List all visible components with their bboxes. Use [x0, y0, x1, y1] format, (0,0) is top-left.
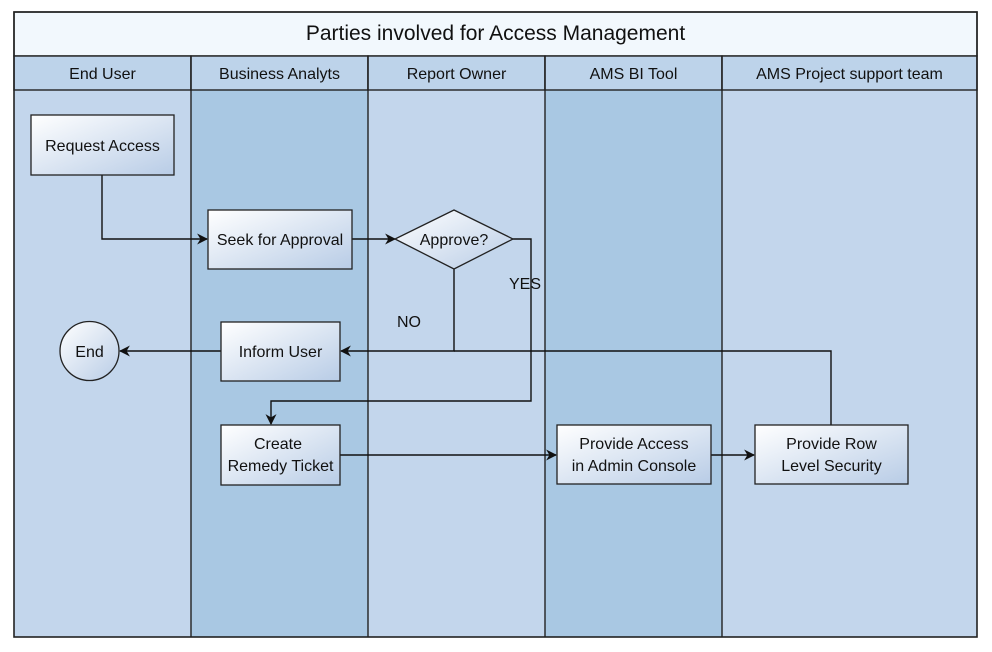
node-create-ticket-line-2: Remedy Ticket [228, 458, 334, 475]
edge-label-no: NO [397, 314, 421, 331]
node-approve-decision: Approve? [393, 209, 515, 270]
node-provide-access-line-2: in Admin Console [572, 458, 697, 475]
node-request-access-label: Request Access [45, 138, 160, 155]
node-create-ticket-line-1: Create [254, 436, 302, 453]
node-inform-user-label: Inform User [239, 344, 323, 361]
edge-request-to-seek [101, 175, 209, 245]
lane-label-end-user: End User [69, 66, 136, 83]
node-approve-label: Approve? [420, 232, 489, 249]
node-provide-row-level-security: Provide Row Level Security [754, 424, 909, 485]
lane-header-ams-bi-tool [544, 55, 723, 91]
node-create-remedy-ticket: Create Remedy Ticket [220, 424, 341, 486]
lane-dividers [190, 56, 723, 637]
lane-header-report-owner [367, 55, 546, 91]
node-request-access: Request Access [30, 114, 175, 176]
node-row-security-line-2: Level Security [781, 458, 882, 475]
node-provide-access-line-1: Provide Access [579, 436, 688, 453]
node-row-security-line-1: Provide Row [786, 436, 877, 453]
diagram-frame [13, 11, 978, 638]
diagram-title: Parties involved for Access Management [306, 22, 686, 45]
edge-row-security-to-inform [454, 350, 832, 425]
node-seek-approval: Seek for Approval [207, 209, 353, 270]
lane-body-ams-bi-tool [545, 90, 722, 637]
lane-label-ams-project-support: AMS Project support team [756, 66, 943, 83]
lane-body-report-owner [368, 90, 545, 637]
node-end-label: End [75, 344, 103, 361]
lane-label-ams-bi-tool: AMS BI Tool [590, 66, 678, 83]
lane-label-business-analysts: Business Analyts [219, 66, 340, 83]
node-end: End [59, 320, 120, 382]
edge-approve-yes-to-ticket [265, 238, 532, 426]
lane-body-ams-project-support [722, 90, 977, 637]
lane-header-ams-project-support [721, 55, 978, 91]
node-seek-approval-label: Seek for Approval [217, 232, 343, 249]
lane-label-report-owner: Report Owner [407, 66, 507, 83]
edge-label-yes: YES [509, 276, 541, 293]
node-inform-user: Inform User [220, 321, 341, 382]
node-provide-access: Provide Access in Admin Console [556, 424, 712, 485]
